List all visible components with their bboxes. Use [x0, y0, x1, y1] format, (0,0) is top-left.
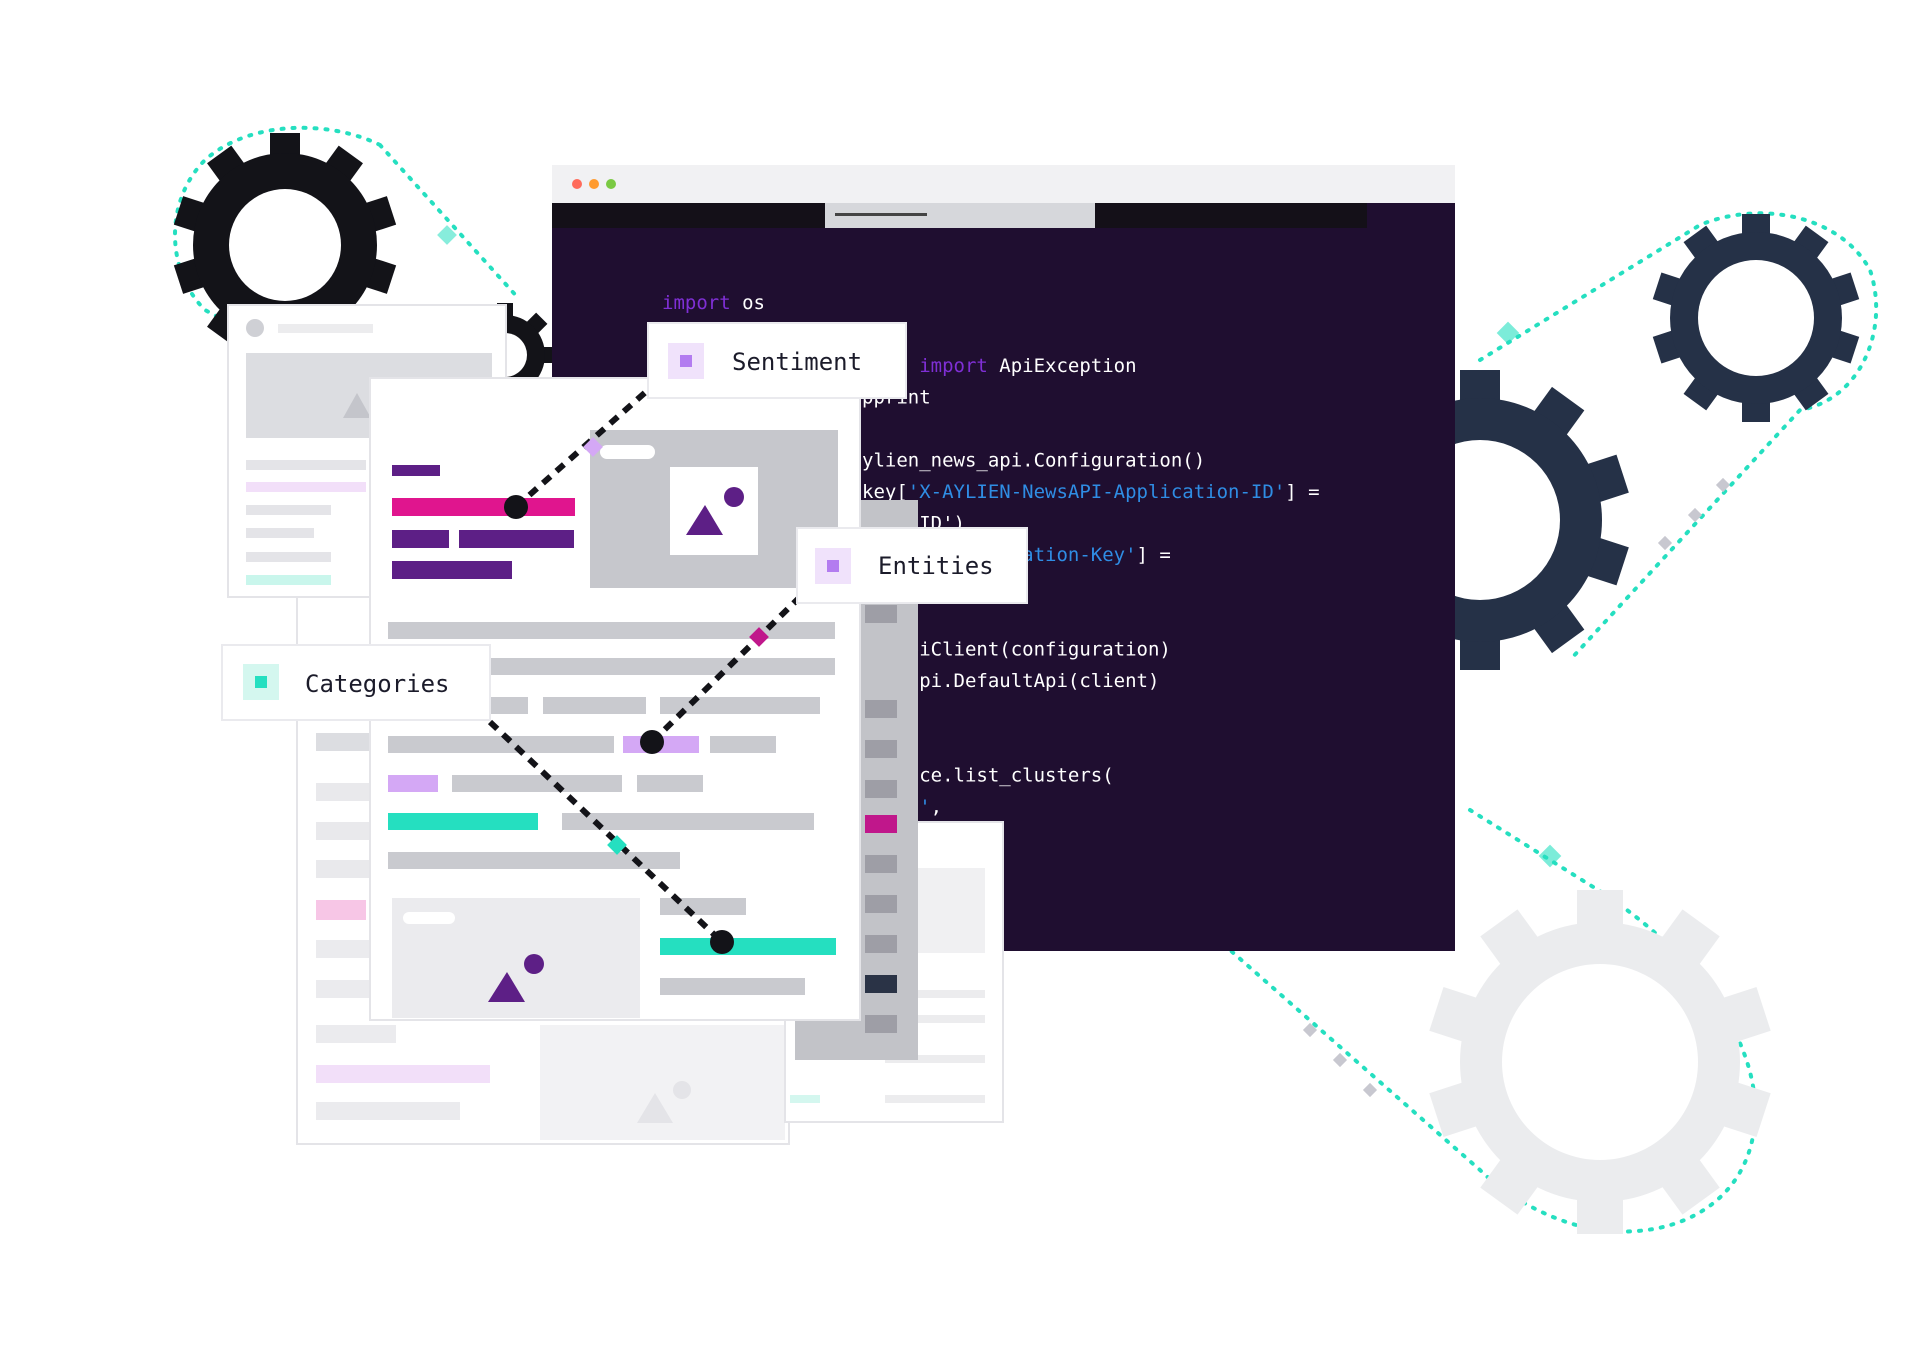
gear-icon — [1652, 214, 1860, 422]
gear-tooth — [207, 145, 248, 186]
gear-tooth — [1683, 372, 1722, 411]
minimize-dot[interactable] — [589, 179, 599, 189]
window-titlebar — [552, 165, 1455, 203]
gear-tooth — [322, 145, 363, 186]
entities-label: Entities — [878, 552, 994, 580]
diamond — [1496, 321, 1520, 345]
gear-tooth — [1657, 909, 1720, 971]
code-line: ews_api.DefaultApi(client) — [862, 670, 1159, 692]
gear-tooth — [1529, 598, 1585, 654]
code-lines: import ospirest import ApiExceptionpprin… — [662, 292, 1320, 818]
gear-tooth — [1790, 225, 1829, 264]
gear-tooth — [1683, 225, 1722, 264]
gear-icon — [173, 133, 397, 357]
gear-tooth — [1529, 386, 1585, 442]
gear-tooth — [1480, 1153, 1543, 1215]
active-tab-label — [835, 213, 927, 216]
diamond — [1362, 1082, 1378, 1098]
gear-tooth — [1790, 372, 1829, 411]
categories-label: Categories — [305, 670, 450, 698]
diamond — [1302, 1022, 1318, 1038]
close-dot[interactable] — [572, 179, 582, 189]
diamond — [1657, 535, 1673, 551]
gear-icon — [1429, 890, 1771, 1234]
maximize-dot[interactable] — [606, 179, 616, 189]
categories-tag[interactable]: Categories — [221, 644, 491, 721]
diamond — [1538, 844, 1562, 868]
code-line: nstance.list_clusters( — [862, 765, 1114, 787]
sentiment-tag[interactable]: Sentiment — [647, 322, 907, 399]
sentiment-label: Sentiment — [732, 348, 862, 376]
code-line: pi.ApiClient(configuration) — [862, 639, 1171, 661]
diamond — [437, 225, 457, 245]
connector-markers — [504, 437, 769, 954]
avatar — [246, 319, 264, 337]
diamond — [1687, 507, 1703, 523]
diamond — [1715, 477, 1731, 493]
gear-tooth — [1657, 1153, 1720, 1215]
entities-tag[interactable]: Entities — [796, 527, 1028, 604]
code-line: key['X-AYLIEN-NewsAPI-Application-ID'] = — [862, 481, 1320, 503]
code-line: import os — [662, 292, 765, 314]
code-line: ylien_news_api.Configuration() — [862, 450, 1205, 472]
diamond — [1332, 1052, 1348, 1068]
chain-right-top — [1478, 211, 1879, 662]
chain-diamonds — [437, 225, 1731, 1098]
gear-tooth — [1480, 909, 1543, 971]
connectors — [487, 387, 805, 945]
